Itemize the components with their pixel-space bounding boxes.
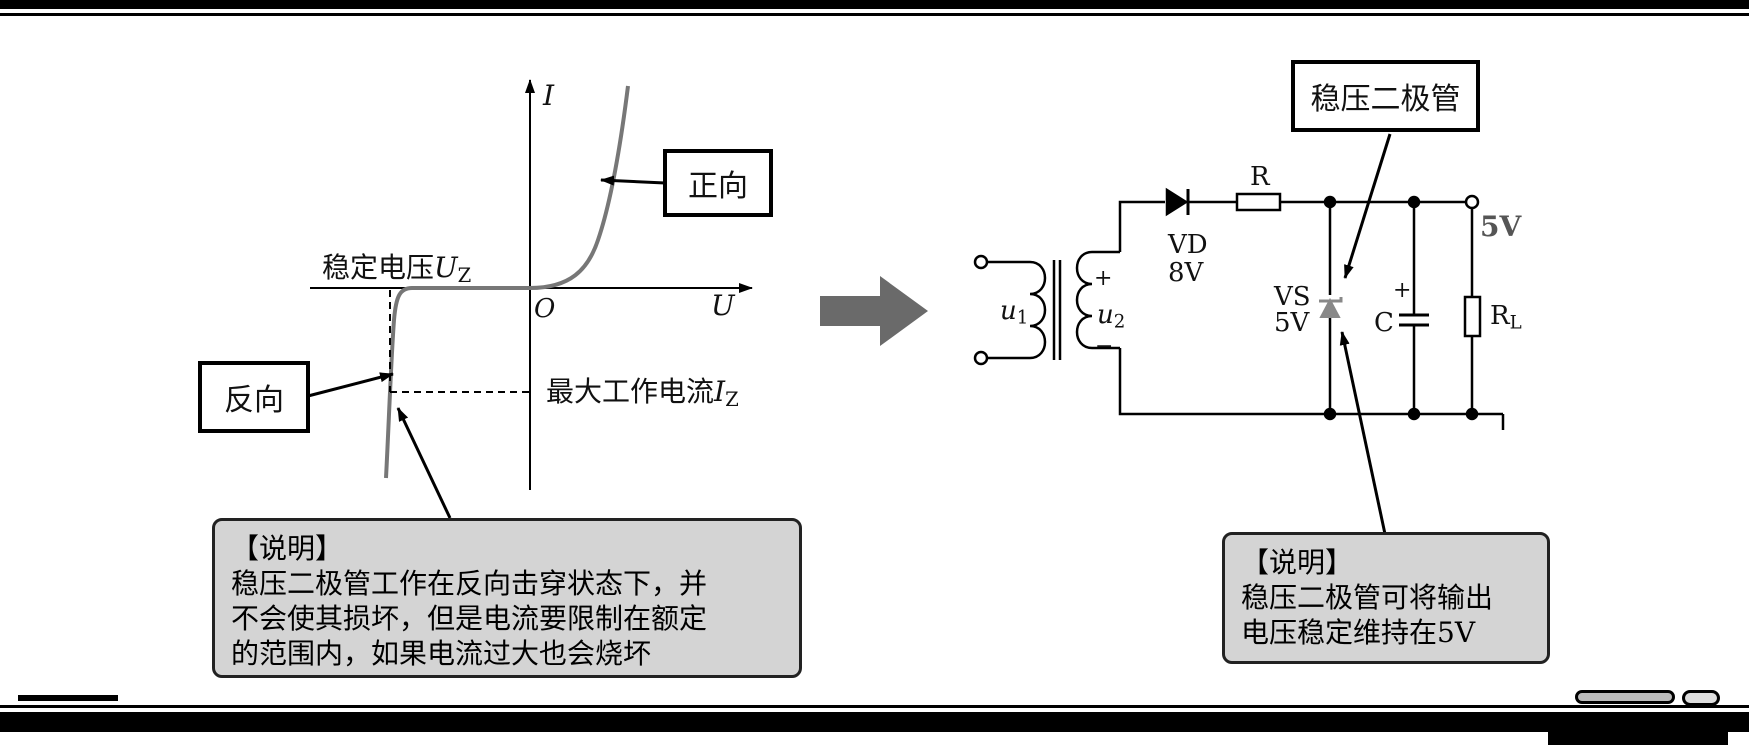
capacitor-plus-label: + bbox=[1393, 278, 1412, 303]
input-terminal-bottom bbox=[973, 350, 989, 366]
vs-name-label: VS bbox=[1274, 282, 1311, 312]
top-border-bar bbox=[0, 0, 1749, 9]
right-note-line: 稳压二极管可将输出 bbox=[1241, 581, 1494, 614]
left-explanation-note: 【说明】 稳压二极管工作在反向击穿状态下，并 不会使其损坏，但是电流要限制在额定… bbox=[212, 518, 802, 678]
zener-callout-arrow-top bbox=[1343, 133, 1392, 279]
zener-callout-arrow-bottom bbox=[1339, 331, 1387, 535]
right-note-line: 电压稳定维持在5V bbox=[1241, 616, 1476, 649]
bottom-border-bar bbox=[0, 712, 1749, 732]
top-wire-left bbox=[1118, 200, 1165, 252]
transition-arrow-icon bbox=[820, 276, 928, 346]
primary-winding bbox=[987, 260, 1047, 360]
load-resistor-rl bbox=[1463, 295, 1482, 338]
origin-label: O bbox=[534, 294, 556, 324]
reverse-curve bbox=[384, 286, 530, 479]
stable-voltage-label: 稳定电压UZ bbox=[322, 251, 472, 287]
vd-name-label: VD bbox=[1168, 230, 1208, 260]
capacitor-label: C bbox=[1374, 308, 1394, 338]
forward-curve bbox=[529, 85, 630, 290]
circuit-diagram bbox=[973, 187, 1505, 430]
forward-pointer-arrow bbox=[600, 175, 666, 186]
note-pointer-arrow bbox=[396, 407, 452, 519]
zener-callout-box: 稳压二极管 bbox=[1291, 60, 1480, 132]
bottom-right-block bbox=[1548, 730, 1728, 745]
secondary-minus-label: − bbox=[1095, 334, 1114, 359]
secondary-winding bbox=[1075, 250, 1120, 350]
bottom-right-logo-icon bbox=[1575, 690, 1675, 704]
resistor-r bbox=[1235, 192, 1282, 212]
bottom-left-dash bbox=[18, 695, 118, 701]
left-note-line: 不会使其损坏，但是电流要限制在额定 bbox=[231, 602, 708, 635]
vd-diode-icon bbox=[1165, 187, 1189, 217]
left-note-line: 的范围内，如果电流过大也会烧坏 bbox=[231, 637, 652, 670]
secondary-plus-label: + bbox=[1094, 266, 1113, 291]
max-current-label: 最大工作电流IZ bbox=[546, 375, 739, 411]
vs-value-label: 5V bbox=[1274, 308, 1310, 338]
right-explanation-note: 【说明】 稳压二极管可将输出 电压稳定维持在5V bbox=[1222, 532, 1550, 664]
right-note-title: 【说明】 bbox=[1241, 546, 1354, 579]
load-label: RL bbox=[1490, 301, 1522, 334]
bottom-border-line bbox=[0, 705, 1749, 708]
axis-u-label: U bbox=[711, 289, 735, 322]
reverse-pointer-arrow bbox=[307, 372, 394, 398]
reverse-label-box: 反向 bbox=[198, 361, 310, 433]
output-voltage-label: 5V bbox=[1480, 210, 1522, 243]
vd-value-label: 8V bbox=[1168, 258, 1204, 288]
bottom-wire bbox=[1118, 348, 1503, 416]
resistor-r-label: R bbox=[1250, 162, 1270, 192]
u1-label: u1 bbox=[1000, 296, 1029, 329]
iv-graph bbox=[307, 79, 753, 519]
vs-zener-diode-icon bbox=[1319, 297, 1341, 318]
left-note-title: 【说明】 bbox=[231, 532, 344, 565]
top-border-line bbox=[0, 13, 1749, 16]
input-terminal-top bbox=[973, 254, 989, 270]
forward-label-box: 正向 bbox=[663, 149, 773, 217]
bottom-right-logo-icon-2 bbox=[1682, 690, 1720, 706]
left-note-line: 稳压二极管工作在反向击穿状态下，并 bbox=[231, 567, 708, 600]
output-terminal bbox=[1464, 194, 1480, 210]
u2-label: u2 bbox=[1097, 300, 1126, 333]
axis-i-label: I bbox=[543, 79, 555, 112]
